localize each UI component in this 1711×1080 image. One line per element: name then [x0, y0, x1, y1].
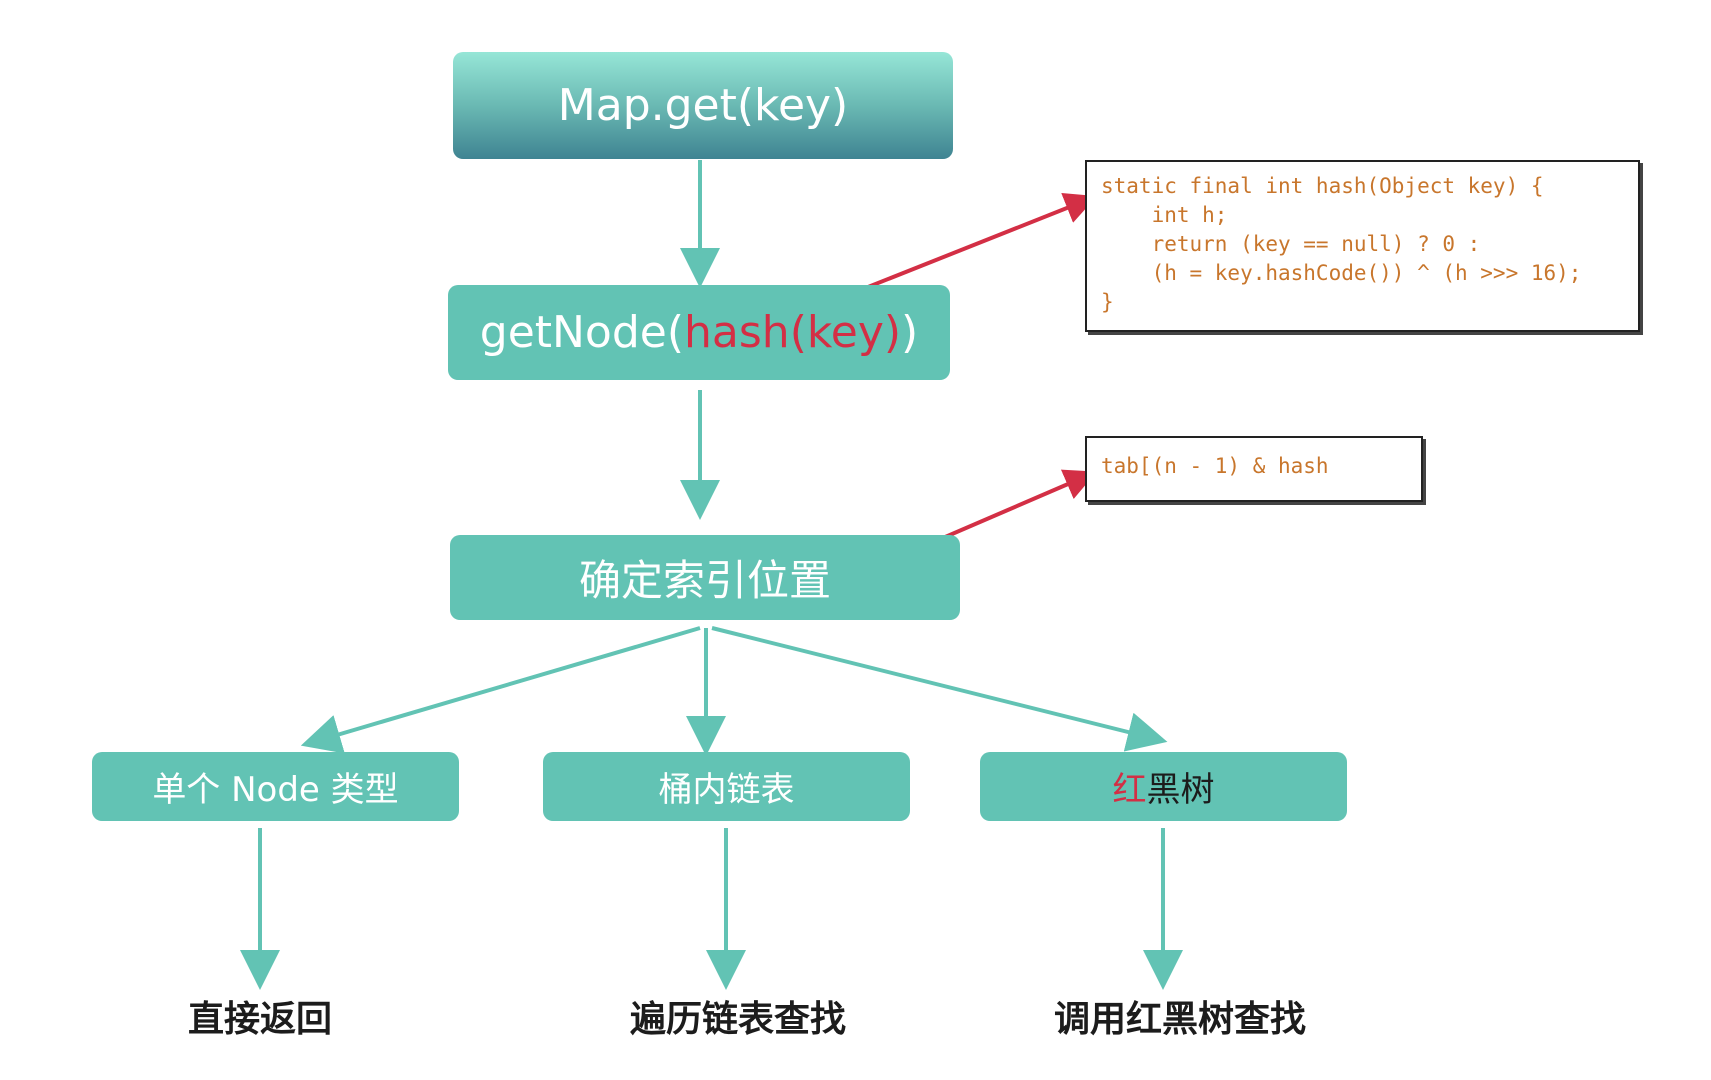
single-node-label: 单个 Node 类型 — [152, 770, 399, 810]
rb-tree-node: 红黑树 — [980, 752, 1347, 821]
map-get-node: Map.get(key) — [453, 52, 953, 159]
rb-tree-rest: 黑树 — [1146, 770, 1215, 810]
locate-index-node: 确定索引位置 — [450, 535, 960, 620]
rb-tree-red-char: 红 — [1112, 770, 1147, 810]
bucket-list-label: 桶内链表 — [658, 770, 795, 810]
get-node-node: getNode(hash(key)) — [448, 285, 950, 380]
arrow-index-to-rbtree — [711, 626, 1168, 752]
result-traverse-list: 遍历链表查找 — [629, 998, 846, 1040]
index-expression-code: tab[(n - 1) & hash — [1085, 436, 1423, 502]
locate-index-label: 确定索引位置 — [578, 556, 831, 605]
get-node-suffix: ) — [901, 307, 919, 358]
map-get-label: Map.get(key) — [557, 80, 849, 131]
get-node-prefix: getNode( — [479, 307, 685, 358]
single-node-type-node: 单个 Node 类型 — [92, 752, 459, 821]
result-call-rb-tree: 调用红黑树查找 — [1053, 998, 1306, 1040]
get-node-hash-highlight: hash(key) — [684, 307, 902, 358]
bucket-list-node: 桶内链表 — [543, 752, 910, 821]
result-direct-return: 直接返回 — [187, 998, 332, 1040]
arrow-index-to-single — [300, 626, 701, 754]
hash-function-code: static final int hash(Object key) { int … — [1085, 160, 1640, 332]
